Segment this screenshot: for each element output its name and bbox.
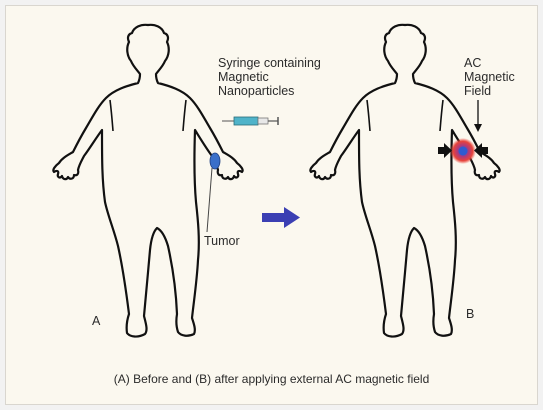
- arm-line-b: [440, 100, 443, 131]
- right-arrow-icon: [262, 207, 300, 228]
- syringe-icon: [222, 117, 278, 125]
- panel-label-a: A: [92, 314, 100, 328]
- field-label: AC Magnetic Field: [464, 56, 515, 98]
- body-outline-a: [53, 25, 242, 337]
- panel-label-b: B: [466, 307, 474, 321]
- arm-line-b-left: [367, 100, 370, 131]
- tumor-label: Tumor: [204, 234, 240, 248]
- arm-line-a: [183, 100, 186, 131]
- field-pointer-arrow: [474, 100, 482, 132]
- tumor-core: [459, 147, 468, 156]
- arm-line-a-left: [110, 100, 113, 131]
- tumor-pointer-line: [207, 168, 212, 232]
- figure-caption: (A) Before and (B) after applying extern…: [0, 372, 543, 386]
- syringe-label: Syringe containing Magnetic Nanoparticle…: [218, 56, 321, 98]
- tumor-marker: [210, 153, 220, 169]
